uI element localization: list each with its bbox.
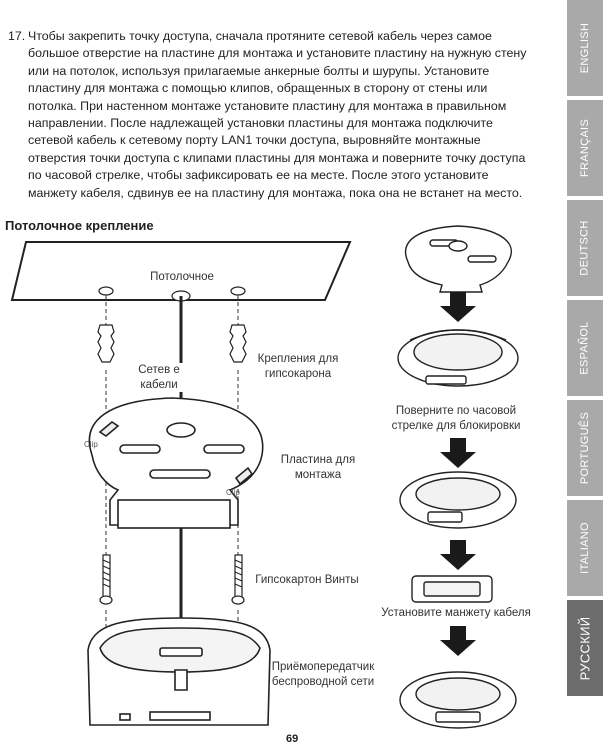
- step-number: 17.: [8, 29, 26, 43]
- seq-ap-final: [399, 671, 517, 729]
- access-point: [87, 617, 271, 726]
- label-mounting-plate: Пластина для монтажа: [280, 454, 356, 481]
- label-clip-left: Clip: [84, 440, 98, 449]
- step-text: Чтобы закрепить точку доступа, сначала п…: [28, 29, 527, 200]
- label-clip-right: Clip: [226, 488, 240, 497]
- label-drywall-screws: Гипсокартон Винты: [255, 574, 359, 586]
- page-number: 69: [286, 733, 299, 745]
- drywall-screws: [99, 554, 245, 605]
- section-title: Потолочное крепление: [5, 218, 154, 233]
- label-transceiver: Приёмопередатчик беспроводной сети: [271, 661, 375, 688]
- label-ceiling: Потолочное: [142, 270, 222, 285]
- tab-espanol[interactable]: ESPAÑOL: [567, 300, 603, 396]
- tab-deutsch[interactable]: DEUTSCH: [567, 200, 603, 296]
- tab-russian[interactable]: РУССКИЙ: [567, 600, 603, 696]
- seq-plate: [405, 225, 512, 293]
- screw-threads: [102, 559, 243, 588]
- mounting-plate: [88, 397, 264, 529]
- sequence-arrows: [440, 292, 476, 656]
- drywall-anchors: [97, 324, 247, 363]
- tab-italiano[interactable]: ITALIANO: [567, 500, 603, 596]
- label-drywall-anchors: Крепления для гипсокарона: [257, 353, 339, 380]
- step-17: 17. Чтобы закрепить точку доступа, снача…: [8, 28, 538, 202]
- language-tabs: ENGLISH FRANÇAIS DEUTSCH ESPAÑOL PORTUGU…: [567, 0, 603, 749]
- ceiling-holes: [98, 286, 246, 302]
- seq-ap-locked: [399, 471, 517, 529]
- label-network-cable: Сетев е кабели: [128, 363, 190, 392]
- label-rotate-lock: Поверните по часовой стрелке для блокиро…: [391, 405, 521, 432]
- tab-portugues[interactable]: PORTUGUÊS: [567, 400, 603, 496]
- label-install-cable-cover: Установите манжету кабеля: [381, 607, 531, 619]
- seq-ap-rotate: [397, 329, 519, 387]
- seq-cable-cover: [411, 575, 493, 603]
- tab-english[interactable]: ENGLISH: [567, 0, 603, 96]
- tab-francais[interactable]: FRANÇAIS: [567, 100, 603, 196]
